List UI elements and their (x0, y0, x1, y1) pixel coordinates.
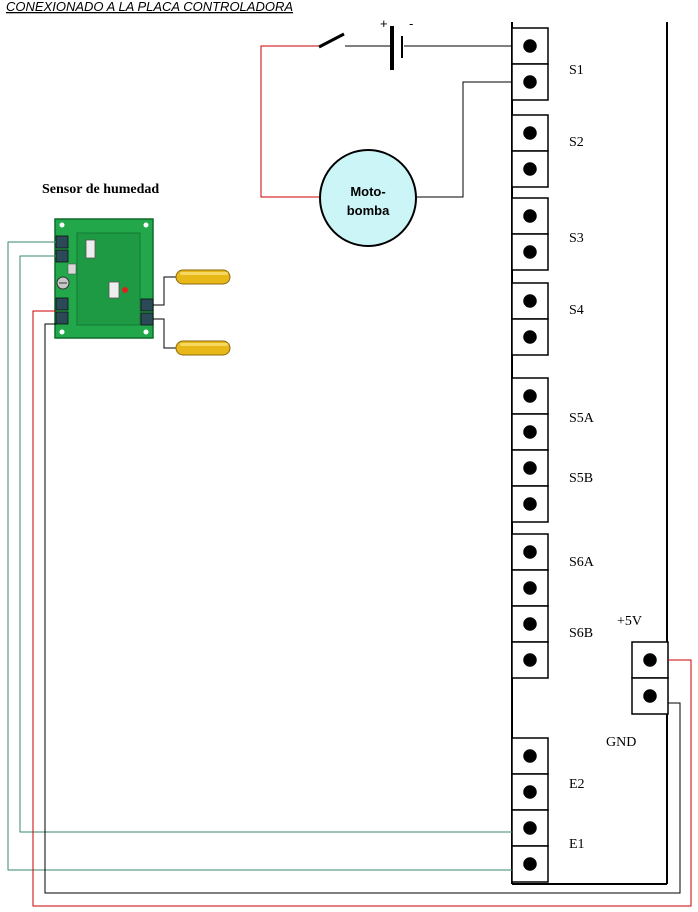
terminal-s5b-1 (511, 449, 549, 487)
motor-label-line1: Moto- (350, 184, 385, 199)
terminal-s1b (511, 63, 549, 101)
terminal-s6b-2 (511, 641, 549, 679)
wire-red-power (32, 310, 692, 907)
wire-green-outer (7, 241, 512, 871)
terminal-s2a (511, 114, 549, 152)
label-e1: E1 (569, 837, 585, 852)
label-plus5v: +5V (617, 614, 642, 629)
label-s4: S4 (569, 303, 584, 318)
terminal-s3a (511, 197, 549, 235)
terminal-e1b (511, 845, 549, 883)
label-s5b: S5B (569, 471, 593, 486)
terminal-s6a-2 (511, 569, 549, 607)
wire-red-pump (260, 45, 320, 198)
sensor-wires (7, 241, 692, 907)
label-s1: S1 (569, 63, 584, 78)
label-s2: S2 (569, 135, 584, 150)
wire-black-gnd (44, 323, 681, 894)
switch (318, 32, 345, 49)
probe-top (175, 269, 231, 285)
motor-pump (319, 149, 417, 247)
sensor-board (54, 218, 154, 339)
terminal-e2a (511, 737, 549, 775)
terminal-e1a (511, 809, 549, 847)
motor-label-line2: bomba (347, 203, 390, 218)
terminal-s5a-2 (511, 413, 549, 451)
terminal-s3b (511, 233, 549, 271)
battery-minus-sign: - (409, 16, 413, 31)
terminal-plus5v (631, 641, 669, 679)
terminal-blocks (511, 27, 669, 883)
terminal-s1a (511, 27, 549, 65)
terminal-gnd (631, 677, 669, 715)
label-e2: E2 (569, 777, 585, 792)
label-s6b: S6B (569, 626, 593, 641)
terminal-s5a-1 (511, 377, 549, 415)
wire-green-inner (19, 255, 512, 833)
terminal-e2b (511, 773, 549, 811)
battery-symbol (390, 26, 403, 70)
led-icon (122, 287, 128, 293)
label-s3: S3 (569, 231, 584, 246)
terminal-s4a (511, 282, 549, 320)
terminal-s6b-1 (511, 605, 549, 643)
terminal-s5b-2 (511, 485, 549, 523)
terminal-s4b (511, 318, 549, 356)
probe-wires (153, 276, 178, 349)
page-title: CONEXIONADO A LA PLACA CONTROLADORA (6, 0, 293, 14)
probe-bottom (175, 340, 231, 356)
label-gnd: GND (606, 735, 636, 750)
terminal-s2b (511, 150, 549, 188)
label-s6a: S6A (569, 555, 595, 570)
terminal-s6a-1 (511, 533, 549, 571)
wire-pump-s1 (417, 81, 512, 198)
sensor-label: Sensor de humedad (42, 182, 159, 197)
label-s5a: S5A (569, 411, 595, 426)
pump-circuit-wires (260, 45, 512, 198)
battery-plus-sign: + (380, 16, 388, 31)
